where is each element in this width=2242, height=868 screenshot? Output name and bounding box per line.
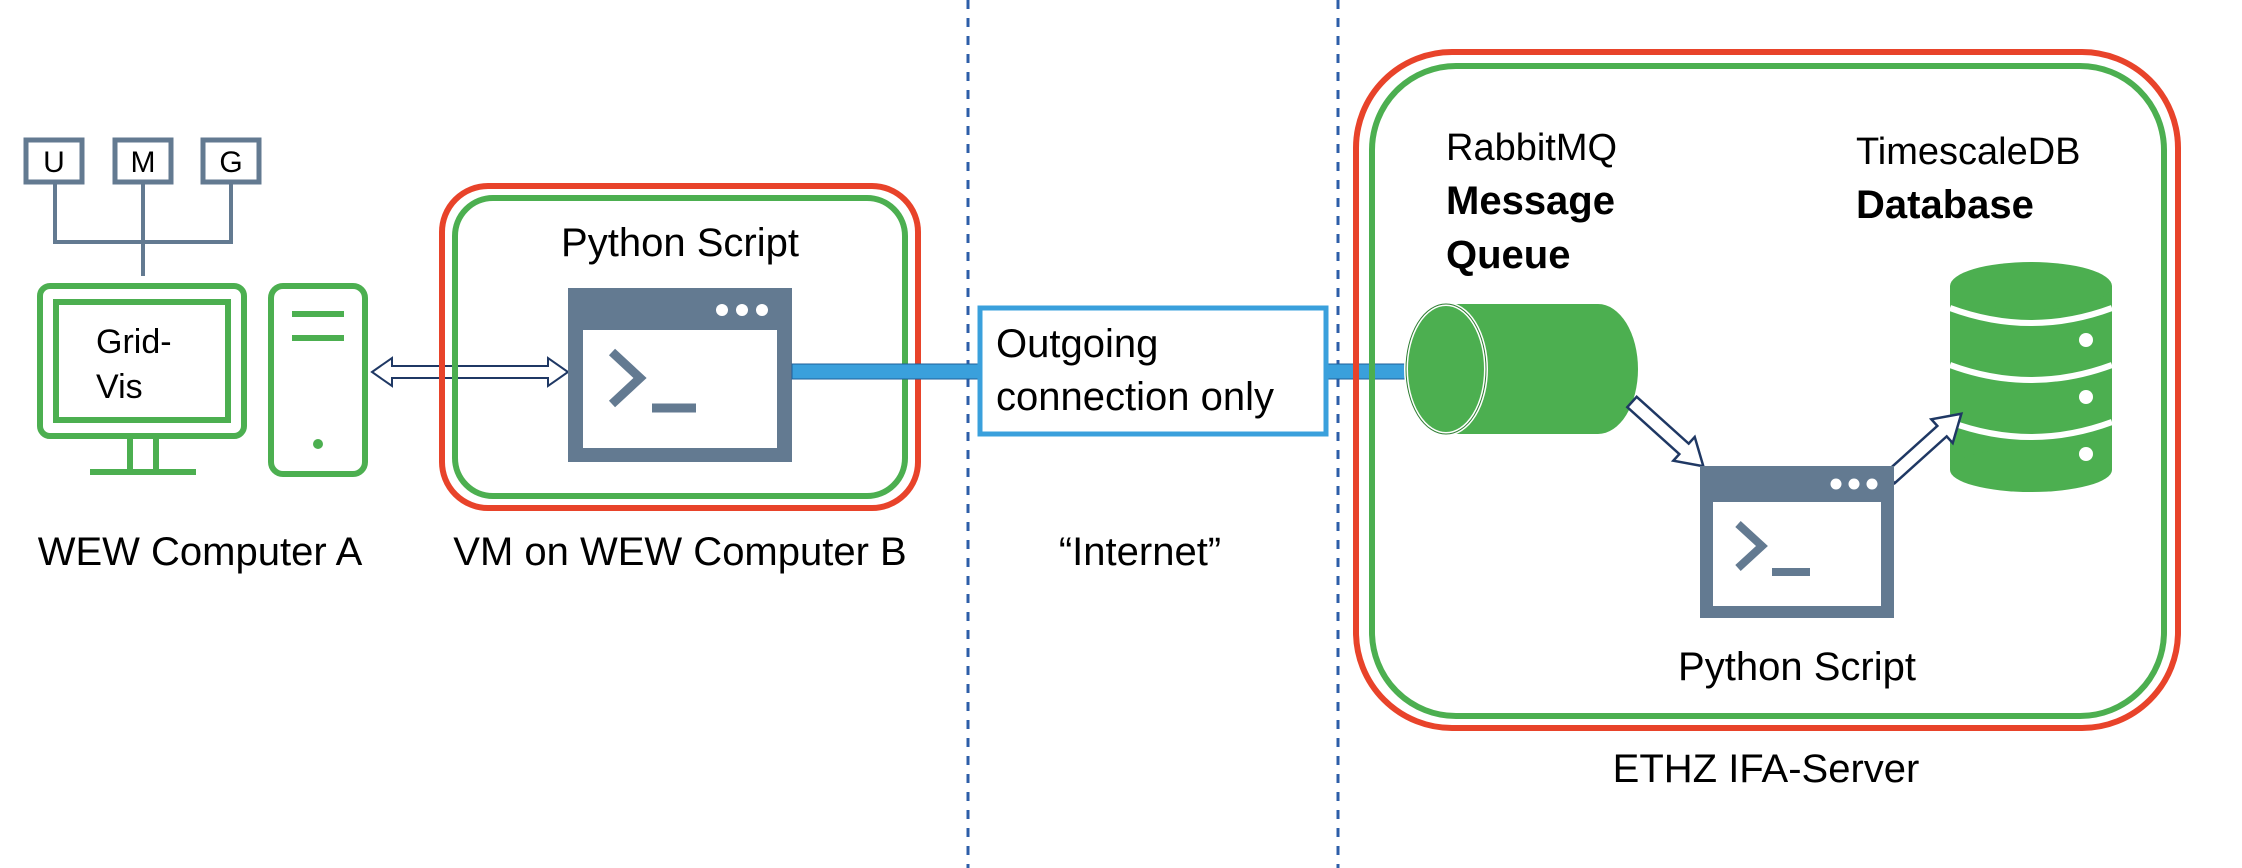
vm-inner-border	[452, 195, 908, 499]
rabbitmq-name: RabbitMQ	[1446, 127, 1617, 169]
meter-u-box	[23, 137, 85, 185]
meter-g-label: G	[219, 146, 242, 179]
monitor-icon	[37, 283, 247, 475]
outgoing-line2: connection only	[996, 375, 1274, 419]
terminal-icon	[568, 288, 792, 462]
outgoing-bar-left	[791, 363, 981, 380]
vm-outer-border	[439, 183, 921, 511]
arrow-script-to-db	[1883, 412, 1964, 485]
pc-tower-icon	[268, 283, 368, 477]
rabbitmq-role-line2: Queue	[1446, 233, 1570, 277]
outgoing-line1: Outgoing	[996, 322, 1158, 366]
vm-script-title: Python Script	[561, 221, 799, 265]
timescale-role: Database	[1856, 183, 2034, 227]
rabbitmq-role-line1: Message	[1446, 179, 1615, 223]
meter-m-box	[112, 137, 174, 185]
message-queue-icon	[1404, 302, 1638, 436]
arrow-queue-to-script	[1625, 395, 1706, 468]
internet-caption: “Internet”	[1059, 530, 1221, 574]
bidirectional-arrow	[370, 356, 570, 388]
gridvis-label-line1: Grid-	[96, 323, 172, 361]
gridvis-label-line2: Vis	[96, 368, 143, 406]
meter-g-box	[200, 137, 262, 185]
server-terminal-icon	[1700, 466, 1894, 618]
vm-caption: VM on WEW Computer B	[453, 530, 906, 574]
meter-m-label: M	[131, 146, 156, 179]
timescale-name: TimescaleDB	[1856, 131, 2081, 173]
meter-group: U M G	[23, 137, 262, 276]
server-caption: ETHZ IFA-Server	[1613, 747, 1920, 791]
meter-u-label: U	[43, 146, 65, 179]
server-script-caption: Python Script	[1678, 645, 1916, 689]
outgoing-connection-box	[977, 305, 1329, 437]
database-icon	[1948, 262, 2114, 492]
computer-a-caption: WEW Computer A	[38, 530, 363, 574]
server-outer-border	[1353, 49, 2181, 731]
server-inner-border	[1369, 63, 2167, 719]
